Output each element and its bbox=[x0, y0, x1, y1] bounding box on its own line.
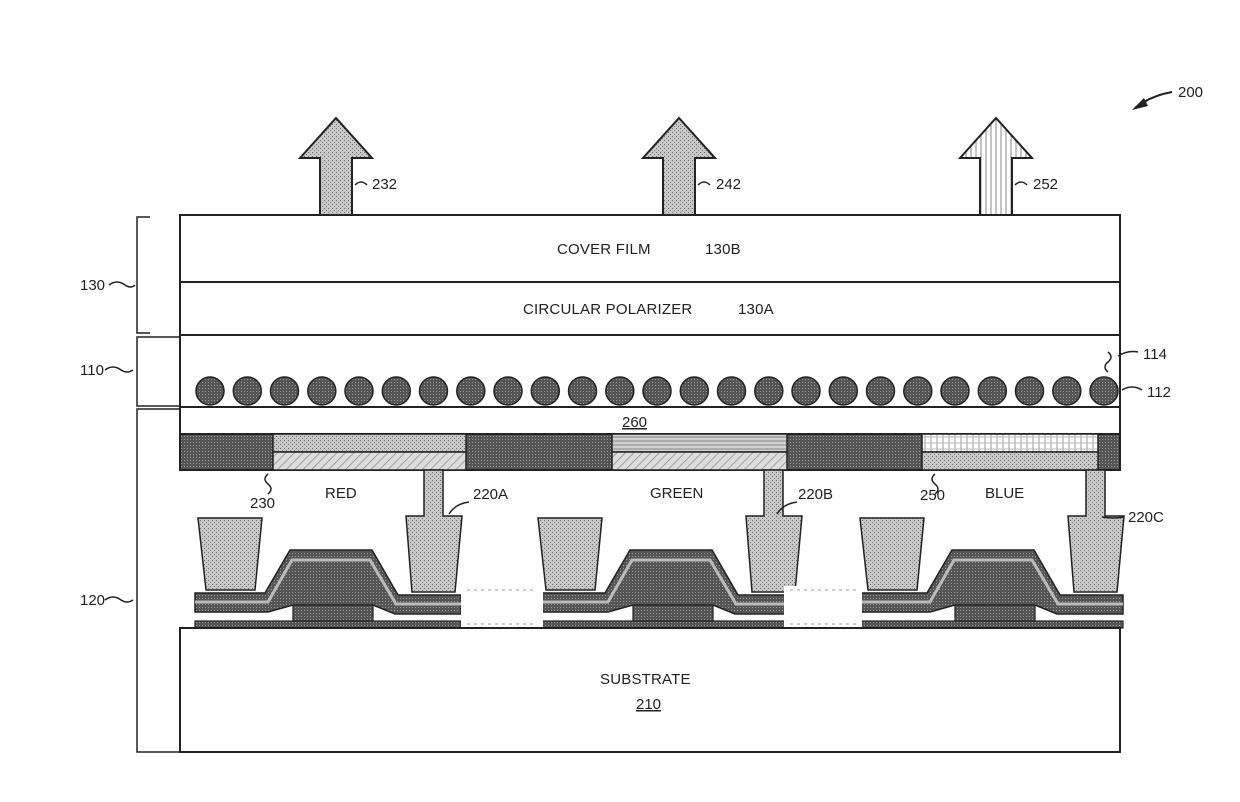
arrow-red-emission: 232 bbox=[300, 118, 397, 215]
matrix-ref: 114 bbox=[1143, 346, 1167, 363]
substrate-label: SUBSTRATE bbox=[600, 671, 691, 688]
scattering-particle bbox=[569, 377, 597, 405]
green-color-filter bbox=[612, 434, 787, 452]
gate-electrode bbox=[633, 604, 713, 621]
cover-film-ref: 130B bbox=[705, 241, 741, 258]
scattering-particle bbox=[196, 377, 224, 405]
scattering-particle bbox=[457, 377, 485, 405]
arrow-label-242: 242 bbox=[716, 176, 741, 193]
arrow-green-emission: 242 bbox=[643, 118, 741, 215]
pixel-gap bbox=[461, 586, 543, 628]
scattering-particle bbox=[1090, 377, 1118, 405]
cover-film-layer: COVER FILM 130B bbox=[180, 215, 1120, 282]
bracket-label-120: 120 bbox=[80, 592, 105, 609]
scattering-particle bbox=[1053, 377, 1081, 405]
scattering-particle bbox=[829, 377, 857, 405]
via-electrode bbox=[406, 470, 462, 592]
blue-filter-base bbox=[922, 452, 1098, 470]
bracket-120: 120 bbox=[80, 409, 180, 752]
particles-ref: 112 bbox=[1147, 384, 1171, 401]
blue-filter-ref: 250 bbox=[920, 487, 945, 504]
arrow-label-252: 252 bbox=[1033, 176, 1058, 193]
via-electrode bbox=[1068, 470, 1124, 592]
gate-insulator bbox=[535, 621, 801, 628]
gate-insulator bbox=[857, 621, 1123, 628]
scattering-particle bbox=[345, 377, 373, 405]
scattering-particle bbox=[643, 377, 671, 405]
scattering-particle bbox=[308, 377, 336, 405]
figure-ref-200: 200 bbox=[1132, 84, 1203, 110]
scattering-particle bbox=[978, 377, 1006, 405]
circular-polarizer-ref: 130A bbox=[738, 301, 774, 318]
scattering-particle bbox=[867, 377, 895, 405]
electrode-ref-220a: 220A bbox=[473, 486, 508, 503]
scattering-particle bbox=[233, 377, 261, 405]
scattering-layer: 114 112 bbox=[180, 335, 1171, 407]
substrate-ref: 210 bbox=[636, 696, 661, 713]
planarization-layer: 260 bbox=[180, 407, 1120, 434]
bracket-110: 110 bbox=[80, 337, 180, 406]
via-electrode bbox=[746, 470, 802, 592]
pixel-gap bbox=[784, 586, 862, 628]
color-filter-layer bbox=[180, 434, 1120, 470]
arrow-label-232: 232 bbox=[372, 176, 397, 193]
scattering-particle bbox=[382, 377, 410, 405]
scattering-particle bbox=[420, 377, 448, 405]
scattering-particle bbox=[792, 377, 820, 405]
scattering-particle bbox=[531, 377, 559, 405]
blue-label: BLUE bbox=[985, 485, 1024, 502]
circular-polarizer-layer: CIRCULAR POLARIZER 130A bbox=[180, 282, 1120, 335]
gate-electrode bbox=[293, 604, 373, 621]
bracket-130: 130 bbox=[80, 217, 150, 333]
green-label: GREEN bbox=[650, 485, 703, 502]
circular-polarizer-label: CIRCULAR POLARIZER bbox=[523, 301, 692, 318]
scattering-particle bbox=[718, 377, 746, 405]
arrow-blue-emission: 252 bbox=[960, 118, 1058, 215]
bracket-label-110: 110 bbox=[80, 362, 104, 379]
bracket-label-130: 130 bbox=[80, 277, 105, 294]
green-filter-base bbox=[612, 452, 787, 470]
red-color-filter bbox=[273, 434, 466, 452]
planarization-ref: 260 bbox=[622, 414, 647, 431]
pixel-labels: 230 RED GREEN 250 BLUE bbox=[250, 474, 1024, 512]
scattering-particle bbox=[680, 377, 708, 405]
red-label: RED bbox=[325, 485, 357, 502]
red-filter-base bbox=[273, 452, 466, 470]
scattering-particle bbox=[271, 377, 299, 405]
scattering-particle bbox=[1016, 377, 1044, 405]
figure-number: 200 bbox=[1178, 84, 1203, 101]
red-filter-ref: 230 bbox=[250, 495, 275, 512]
electrode-ref-220c: 220C bbox=[1128, 509, 1164, 526]
scattering-particle bbox=[606, 377, 634, 405]
cover-film-label: COVER FILM bbox=[557, 241, 651, 258]
scattering-particle bbox=[904, 377, 932, 405]
scattering-particle bbox=[941, 377, 969, 405]
substrate-layer: SUBSTRATE 210 bbox=[180, 628, 1120, 752]
electrode-ref-220b: 220B bbox=[798, 486, 833, 503]
pixel-bank-left bbox=[860, 518, 924, 590]
gate-electrode bbox=[955, 604, 1035, 621]
pixel-bank-left bbox=[198, 518, 262, 590]
pixel-bank-left bbox=[538, 518, 602, 590]
scattering-particle bbox=[755, 377, 783, 405]
scattering-particle bbox=[494, 377, 522, 405]
gate-insulator bbox=[195, 621, 461, 628]
blue-color-filter bbox=[922, 434, 1098, 452]
